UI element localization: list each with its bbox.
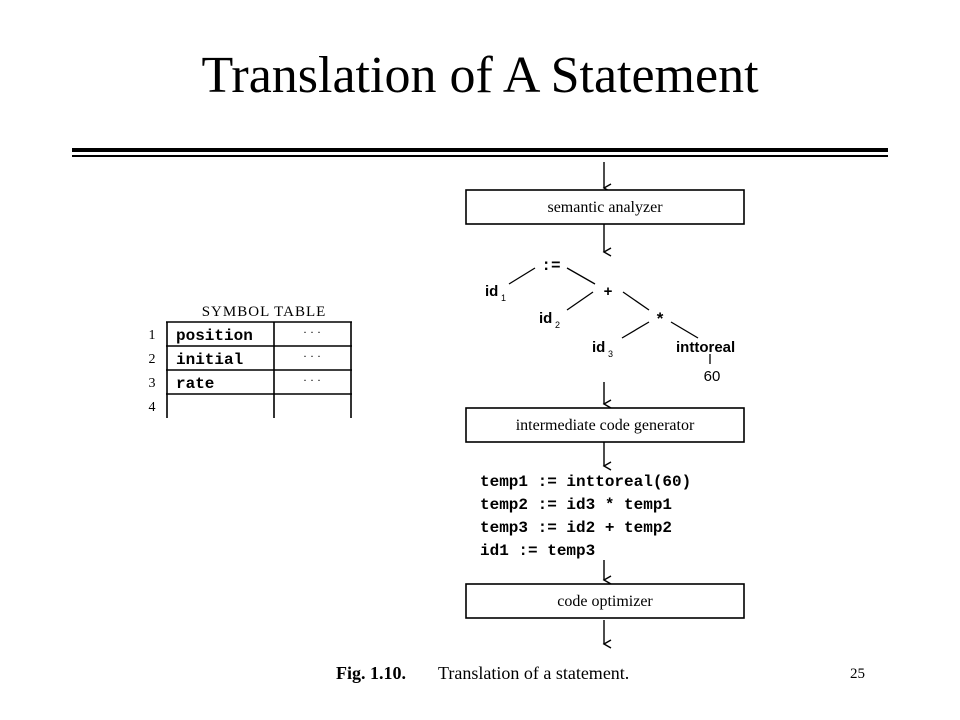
symbol-table-grid: [166, 321, 352, 418]
intermediate-code: temp1 := inttoreal(60) temp2 := id3 * te…: [480, 473, 691, 560]
row-index: 2: [149, 352, 156, 367]
figure-caption: Fig. 1.10. Translation of a statement.: [336, 663, 629, 683]
row-attrs: · · ·: [303, 373, 321, 387]
tree-node-constant: 60: [704, 368, 721, 385]
row-name: initial: [176, 351, 243, 369]
table-row: 2 initial · · ·: [149, 349, 322, 369]
row-attrs: · · ·: [303, 349, 321, 363]
row-index: 4: [149, 400, 156, 415]
phase-intermediate-code-generator: intermediate code generator: [465, 407, 745, 443]
tree-node-assign: :=: [541, 257, 560, 275]
svg-text:id: id: [592, 339, 605, 356]
title-divider-thin: [72, 155, 888, 157]
symbol-table: SYMBOL TABLE 1 position · · · 2 initial …: [149, 304, 352, 418]
svg-text:id: id: [485, 283, 498, 300]
slide-title: Translation of A Statement: [201, 47, 759, 104]
phase-label: intermediate code generator: [516, 417, 695, 434]
table-row: 1 position · · ·: [149, 325, 322, 345]
row-index: 3: [149, 376, 156, 391]
phase-label: code optimizer: [557, 593, 653, 610]
svg-text:2: 2: [555, 320, 560, 330]
tree-node-id2: id 2: [539, 310, 560, 330]
tree-node-times: *: [657, 309, 664, 328]
symbol-table-title: SYMBOL TABLE: [202, 304, 327, 320]
row-index: 1: [149, 328, 156, 343]
code-line: temp2 := id3 * temp1: [480, 496, 672, 514]
table-row: 4: [149, 400, 156, 415]
phase-code-optimizer: code optimizer: [465, 583, 745, 619]
code-line: temp1 := inttoreal(60): [480, 473, 691, 491]
phase-label: semantic analyzer: [547, 199, 663, 216]
svg-text:id: id: [539, 310, 552, 327]
row-attrs: · · ·: [303, 325, 321, 339]
row-name: rate: [176, 375, 214, 393]
syntax-tree: := + * id 1 id 2 id 3 inttoreal 60: [485, 257, 735, 385]
tree-node-inttoreal: inttoreal: [676, 339, 735, 356]
caption-label: Fig. 1.10.: [336, 663, 406, 683]
svg-text:3: 3: [608, 349, 613, 359]
svg-text:1: 1: [501, 293, 506, 303]
page-number: 25: [850, 666, 865, 682]
title-divider-thick: [72, 148, 888, 152]
table-row: 3 rate · · ·: [149, 373, 322, 393]
phase-semantic-analyzer: semantic analyzer: [465, 189, 745, 225]
code-line: id1 := temp3: [480, 542, 595, 560]
code-line: temp3 := id2 + temp2: [480, 519, 672, 537]
tree-node-id3: id 3: [592, 339, 613, 359]
tree-edges: [508, 267, 711, 364]
tree-node-plus: +: [604, 283, 613, 300]
caption-text: Translation of a statement.: [438, 663, 629, 683]
row-name: position: [176, 327, 253, 345]
tree-node-id1: id 1: [485, 283, 506, 303]
